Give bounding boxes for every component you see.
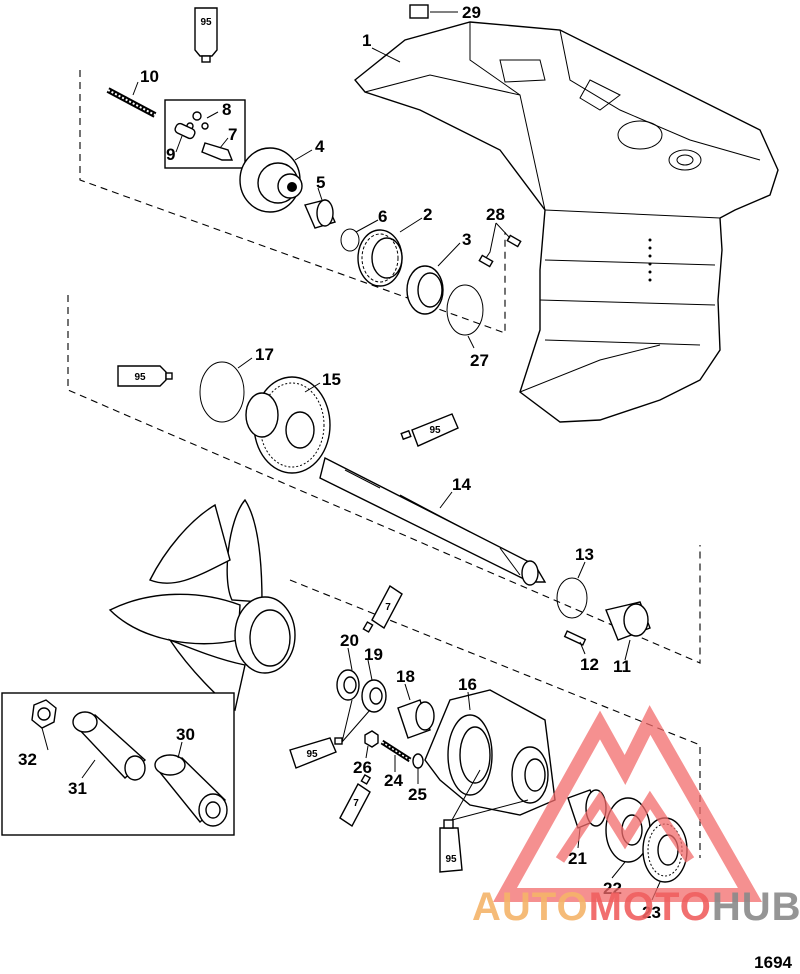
callout-7: 7 xyxy=(228,125,237,144)
callout-11: 11 xyxy=(613,657,631,676)
parts-7-8-9-box xyxy=(164,99,246,169)
sealant-tube-t1: 95 xyxy=(194,7,218,63)
part-10-stud xyxy=(106,87,157,118)
part-28-pins xyxy=(478,234,522,268)
part-1-gear-housing xyxy=(354,21,779,423)
sealant-tube-t5: 95 xyxy=(289,737,343,769)
callout-2: 2 xyxy=(423,205,432,224)
callout-32: 32 xyxy=(18,750,37,769)
part-18-bushing xyxy=(397,699,435,739)
watermark-moto: MOTO xyxy=(589,885,712,929)
part-3-race xyxy=(406,265,444,315)
diagram-id: 1694 xyxy=(754,953,792,972)
part-6-snap-ring xyxy=(340,228,360,252)
sealant-tube-t7: 95 xyxy=(439,819,463,873)
part-12-pin xyxy=(563,630,587,646)
part-11-clutch xyxy=(605,601,651,641)
callout-24: 24 xyxy=(384,771,403,790)
inset-box xyxy=(1,692,235,836)
callout-15: 15 xyxy=(322,370,341,389)
callout-9: 9 xyxy=(166,145,175,164)
part-31-spline-adapter xyxy=(72,711,147,781)
callout-23: 23 xyxy=(642,903,661,922)
callout-12: 12 xyxy=(580,655,599,674)
callout-17: 17 xyxy=(255,345,274,364)
tube-label: 95 xyxy=(445,854,457,865)
part-29-tag xyxy=(409,4,429,19)
callout-16: 16 xyxy=(458,675,477,694)
callout-3: 3 xyxy=(462,230,471,249)
watermark-logo: AUTOMOTOHUB xyxy=(472,705,800,929)
callout-21: 21 xyxy=(568,849,587,868)
part-24-stud xyxy=(380,739,412,763)
watermark-triangle xyxy=(493,705,763,902)
part-26-nut xyxy=(364,730,379,748)
propeller xyxy=(108,498,296,712)
callout-28: 28 xyxy=(486,205,505,224)
tube-label: 7 xyxy=(385,602,391,613)
callout-20: 20 xyxy=(340,631,359,650)
part-2-roller-bearing xyxy=(357,229,403,287)
part-25-washer xyxy=(412,753,424,769)
callout-31: 31 xyxy=(68,779,87,798)
part-17-o-ring xyxy=(199,361,245,423)
part-20-seal xyxy=(336,669,360,701)
tube-label: 95 xyxy=(200,17,212,28)
part-4-flange xyxy=(239,147,303,213)
sealant-tube-t3: 95 xyxy=(400,413,459,447)
leader-lines xyxy=(41,11,661,901)
tube-label: 7 xyxy=(353,798,359,809)
part-19-seal xyxy=(361,679,387,713)
tube-label: 95 xyxy=(134,372,146,383)
callout-4: 4 xyxy=(315,137,325,156)
callout-25: 25 xyxy=(408,785,427,804)
part-30-sleeve xyxy=(154,754,228,827)
part-27-o-ring xyxy=(446,284,484,336)
sealant-tube-t6: 7 xyxy=(339,773,372,828)
part-5-needle-bearing xyxy=(304,199,336,229)
watermark-auto: AUTO xyxy=(472,885,589,929)
part-13-ring xyxy=(556,577,588,619)
callout-27: 27 xyxy=(470,351,489,370)
callout-5: 5 xyxy=(316,173,325,192)
part-16-bearing-carrier xyxy=(424,689,556,816)
callout-19: 19 xyxy=(364,645,383,664)
part-14-prop-shaft xyxy=(319,456,547,586)
callout-14: 14 xyxy=(452,475,471,494)
callout-8: 8 xyxy=(222,100,231,119)
watermark-hub: HUB xyxy=(712,885,800,929)
svg-text:AUTOMOTOHUB: AUTOMOTOHUB xyxy=(472,885,800,929)
callout-13: 13 xyxy=(575,545,594,564)
callout-1: 1 xyxy=(362,31,371,50)
part-15-gear xyxy=(245,376,331,474)
tube-label: 95 xyxy=(429,425,441,436)
callout-10: 10 xyxy=(140,67,159,86)
callout-18: 18 xyxy=(396,667,415,686)
tube-label: 95 xyxy=(306,749,318,760)
sealant-tube-t4: 7 xyxy=(362,584,403,633)
part-32-nut xyxy=(31,699,57,729)
callout-30: 30 xyxy=(176,725,195,744)
callout-6: 6 xyxy=(378,207,387,226)
callout-26: 26 xyxy=(353,758,372,777)
sealant-tube-t2: 95 xyxy=(117,365,173,387)
callout-29: 29 xyxy=(462,3,481,22)
